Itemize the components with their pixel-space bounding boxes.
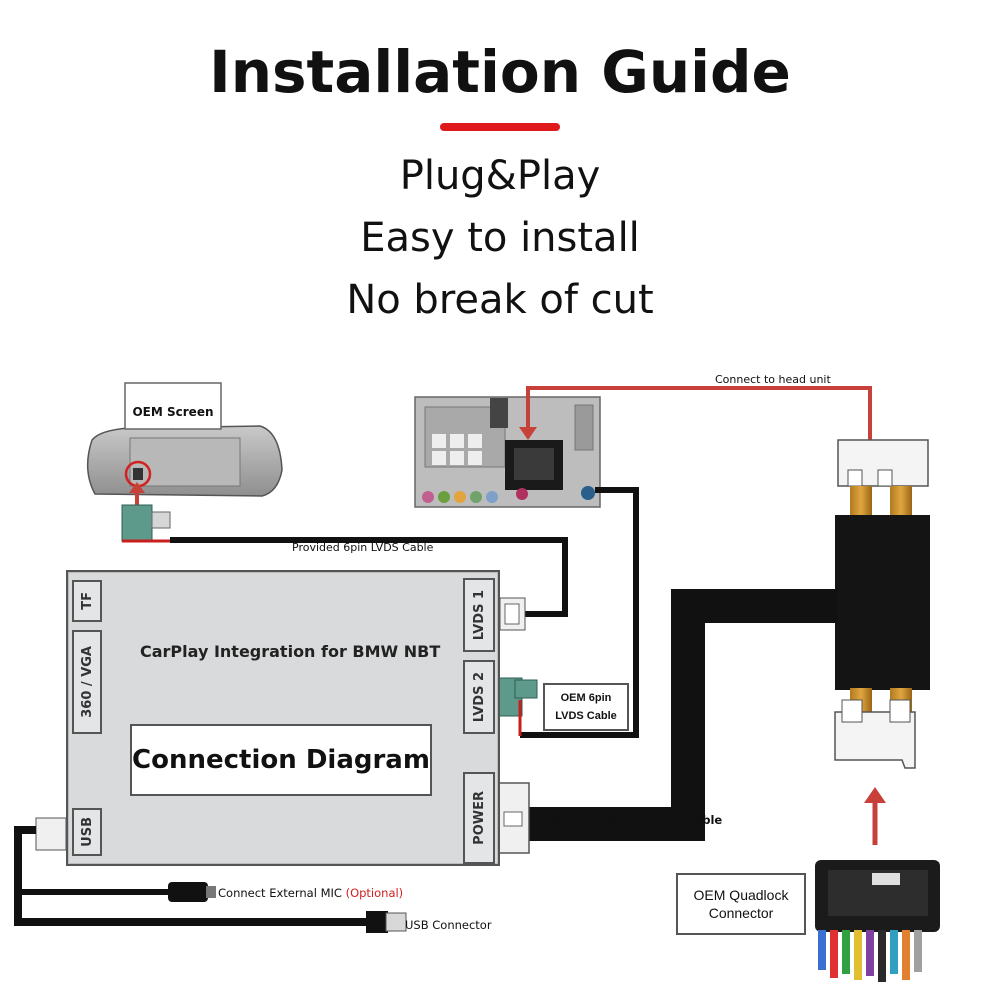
mic-label-text: Connect External MIC xyxy=(218,886,342,900)
quadlock-line1: OEM Quadlock xyxy=(693,887,789,903)
vga-port-label: 360 / VGA xyxy=(79,646,95,718)
page-title: Installation Guide xyxy=(209,38,791,106)
lvds1-port: LVDS 1 xyxy=(463,578,495,652)
oem-quadlock-label-box: OEM Quadlock Connector xyxy=(676,873,806,935)
connection-diagram-box: Connection Diagram xyxy=(130,724,432,796)
usb-connector-label: USB Connector xyxy=(405,918,492,932)
vga-port: 360 / VGA xyxy=(72,630,102,734)
tf-port: TF xyxy=(72,580,102,622)
feature-no-break: No break of cut xyxy=(346,277,654,323)
quadlock-adapter xyxy=(834,439,930,769)
mic-optional-label: (Optional) xyxy=(345,886,404,900)
usb-port-label: USB xyxy=(79,817,95,847)
oem-6pin-line2: LVDS Cable xyxy=(555,710,617,722)
lvds2-port: LVDS 2 xyxy=(463,660,495,734)
feature-easy-install: Easy to install xyxy=(360,215,640,261)
module-title: CarPlay Integration for BMW NBT xyxy=(140,642,441,661)
lvds1-port-label: LVDS 1 xyxy=(471,589,487,641)
power-port-label: POWER xyxy=(471,791,487,845)
connect-head-unit-label: Connect to head unit xyxy=(715,373,831,386)
head-unit-device xyxy=(414,396,601,508)
oem-6pin-label-box: OEM 6pin LVDS Cable xyxy=(543,683,629,731)
title-underline xyxy=(440,123,560,131)
power-cable-label: Main Quadlock Power Cable xyxy=(542,813,723,827)
tf-port-label: TF xyxy=(79,592,95,610)
oem-6pin-line1: OEM 6pin xyxy=(560,692,612,704)
provided-cable-label: Provided 6pin LVDS Cable xyxy=(292,541,434,554)
mic-label: Connect External MIC (Optional) xyxy=(218,886,403,900)
oem-screen-device xyxy=(86,382,283,497)
module-subtitle: Connection Diagram xyxy=(132,745,430,775)
oem-screen-label: OEM Screen xyxy=(132,405,214,419)
quadlock-line2: Connector xyxy=(708,905,774,921)
usb-port: USB xyxy=(72,808,102,856)
lvds2-port-label: LVDS 2 xyxy=(471,671,487,723)
feature-plug-play: Plug&Play xyxy=(399,153,601,199)
power-port: POWER xyxy=(463,772,495,864)
carplay-module xyxy=(66,570,500,866)
oem-quadlock-connector xyxy=(815,860,940,982)
